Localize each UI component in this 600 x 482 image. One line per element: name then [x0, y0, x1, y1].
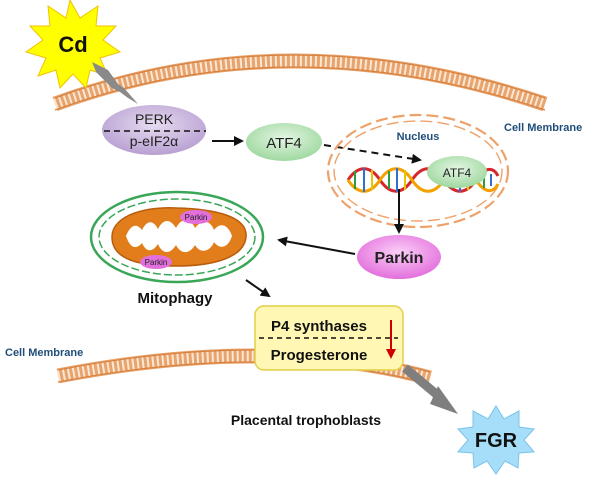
p4-box: P4 synthases Progesterone — [254, 305, 404, 371]
parkin-label: Parkin — [375, 250, 424, 267]
arrow-mito-to-p4 — [245, 279, 271, 298]
arrow-parkin-to-mito — [277, 236, 356, 255]
mitochondrion-icon — [89, 190, 265, 284]
cell-membrane-top-label: Cell Membrane — [504, 122, 582, 134]
parkin-small-2: Parkin — [140, 255, 172, 269]
atf4-nucleus-node: ATF4 — [427, 156, 487, 188]
fgr-label: FGR — [475, 430, 518, 452]
parkin-node: Parkin — [357, 235, 441, 279]
nucleus: Nucleus — [326, 113, 510, 229]
progesterone-label: Progesterone — [271, 347, 368, 364]
cell-membrane-top — [52, 53, 548, 112]
atf4-nucleus-label: ATF4 — [443, 166, 472, 180]
cd-label: Cd — [58, 32, 87, 57]
mitophagy-label: Mitophagy — [138, 290, 214, 307]
parkin-small-1-label: Parkin — [185, 213, 208, 222]
perk-label: PERK — [135, 111, 174, 127]
cd-lightning-arrow — [92, 62, 138, 104]
fgr-star: FGR — [456, 405, 536, 475]
parkin-small-1: Parkin — [180, 210, 212, 224]
arrow-atf4-to-nucleus — [323, 144, 422, 164]
p4-synthases-label: P4 synthases — [271, 318, 367, 335]
atf4-label: ATF4 — [266, 135, 302, 152]
parkin-small-2-label: Parkin — [145, 258, 168, 267]
atf4-node: ATF4 — [246, 123, 322, 161]
perk-complex: PERK p-eIF2α — [102, 105, 206, 155]
peif2a-label: p-eIF2α — [130, 133, 179, 149]
placental-label: Placental trophoblasts — [231, 412, 381, 428]
nucleus-label: Nucleus — [397, 131, 440, 143]
arrow-p4-to-fgr — [402, 364, 458, 414]
cell-membrane-bottom-label: Cell Membrane — [5, 347, 83, 359]
